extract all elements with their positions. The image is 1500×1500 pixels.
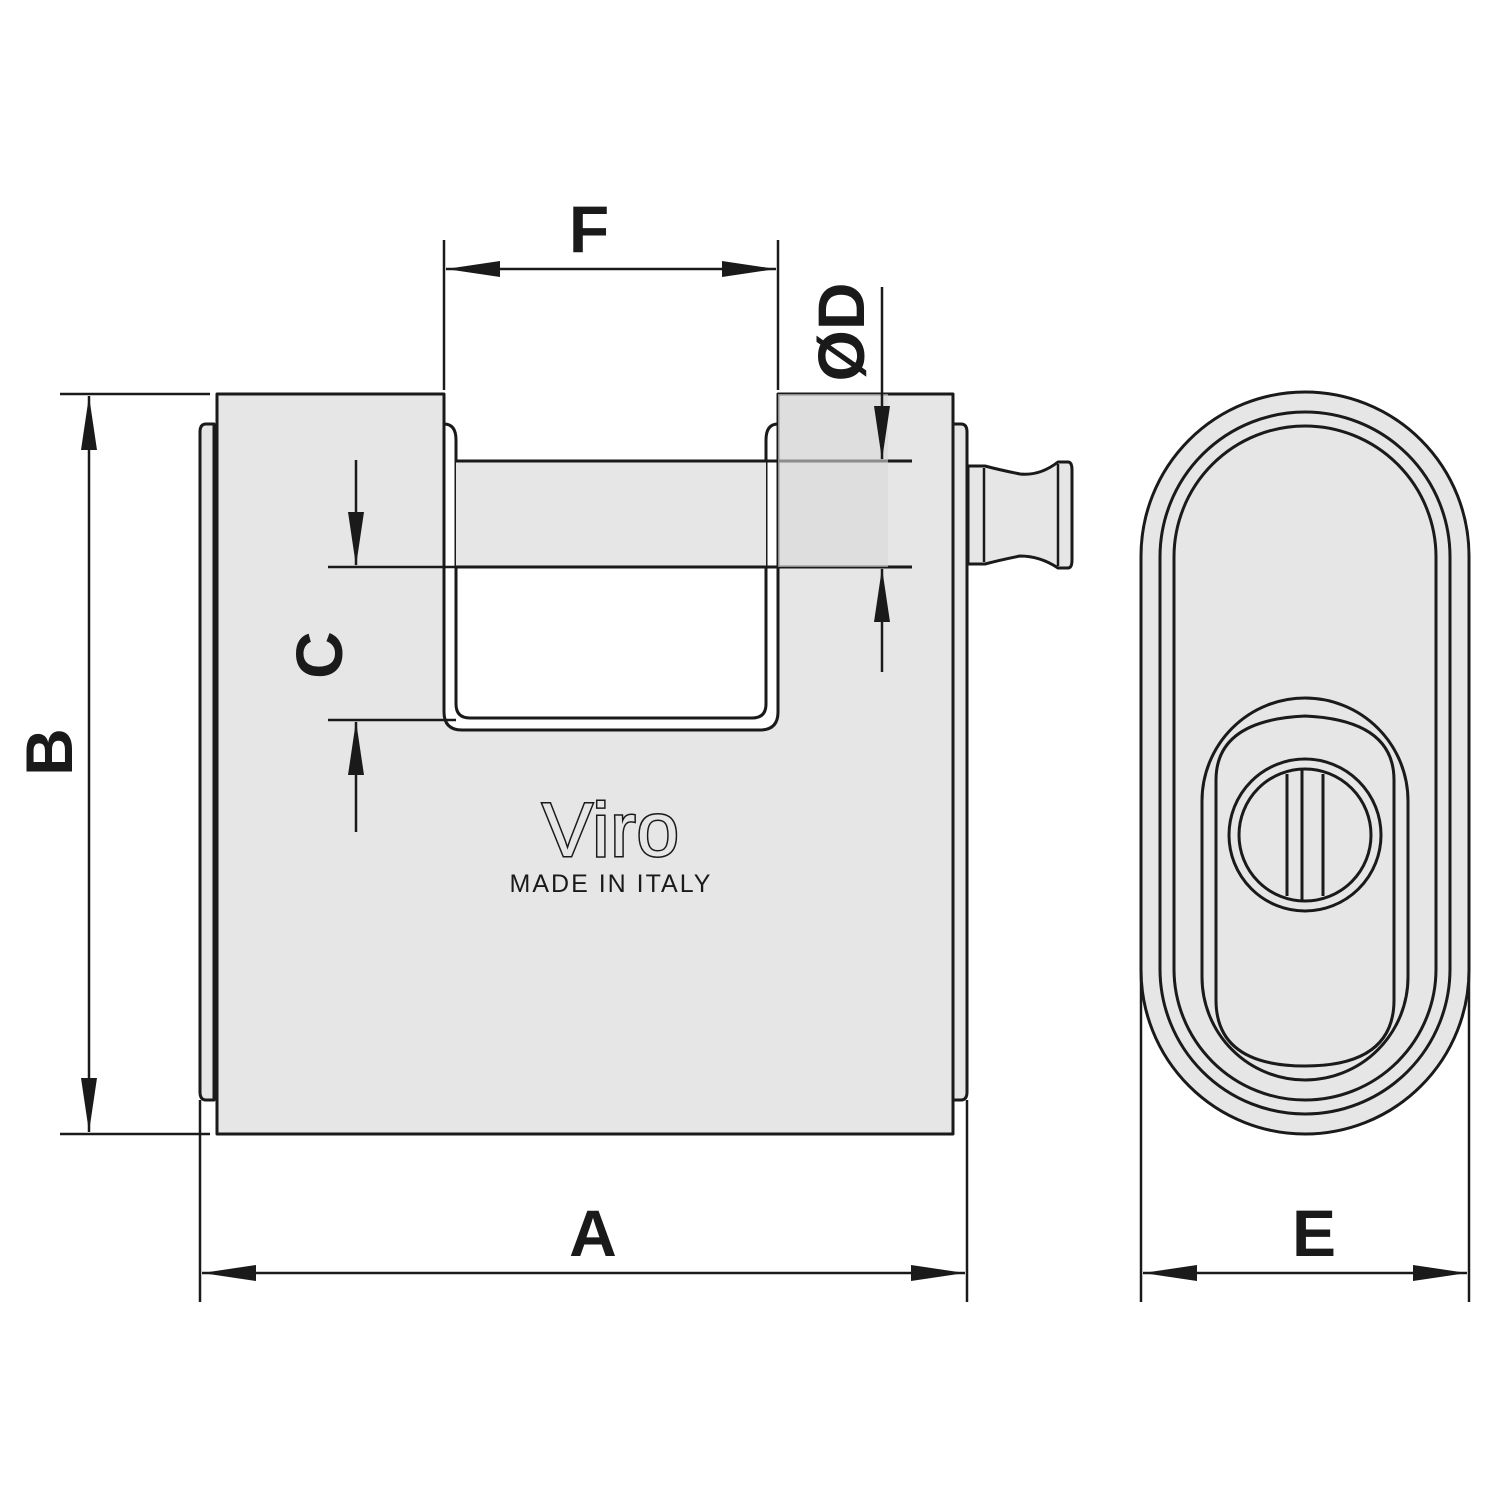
side-view-inner <box>1172 424 1438 1102</box>
dim-d-arrow-down <box>874 406 890 460</box>
dim-c-label: C <box>282 631 356 679</box>
dimension-b: B <box>12 392 210 1136</box>
keyhole-recess <box>1214 714 1396 1068</box>
padlock-back-plate-right <box>951 422 969 1102</box>
dimension-d: ØD <box>804 283 890 672</box>
dimension-f: F <box>442 192 780 390</box>
dim-f-label: F <box>569 192 609 266</box>
side-pin <box>966 460 1074 570</box>
dim-a-arrow-right <box>911 1265 965 1281</box>
dim-f-arrow-left <box>446 261 500 277</box>
dim-a-arrow-left <box>202 1265 256 1281</box>
padlock-back-plate <box>198 422 216 1102</box>
dim-b-arrow-top <box>81 396 97 450</box>
dim-e-label: E <box>1292 1196 1336 1270</box>
dim-f-arrow-right <box>722 261 776 277</box>
made-in-label: MADE IN ITALY <box>510 870 713 898</box>
padlock-side-view <box>1139 390 1471 1302</box>
dimension-c: C <box>282 460 456 832</box>
dim-d-arrow-up <box>874 568 890 622</box>
dim-c-arrow-down <box>348 512 364 566</box>
shackle-slot-outline <box>443 422 779 720</box>
side-view-outer <box>1139 390 1471 1136</box>
padlock-front-view: Viro MADE IN ITALY <box>198 392 1074 1136</box>
key-cylinder-icon <box>1227 757 1383 913</box>
dim-c-arrow-up <box>348 721 364 775</box>
dim-a-label: A <box>569 1196 617 1270</box>
dim-b-arrow-bottom <box>81 1078 97 1132</box>
dimension-e: E <box>1143 1196 1467 1281</box>
side-view-rim <box>1158 410 1452 1116</box>
dim-b-label: B <box>12 728 86 776</box>
shackle-bar-shaded-end <box>778 394 888 567</box>
brand-logo: Viro <box>542 788 680 873</box>
dimension-a: A <box>198 1100 969 1302</box>
dim-d-label: ØD <box>804 283 878 382</box>
dim-e-arrow-right <box>1413 1265 1467 1281</box>
shackle-bar <box>456 461 766 567</box>
keyhole-plate <box>1200 696 1410 1082</box>
dim-e-arrow-left <box>1143 1265 1197 1281</box>
padlock-body <box>215 392 955 1136</box>
